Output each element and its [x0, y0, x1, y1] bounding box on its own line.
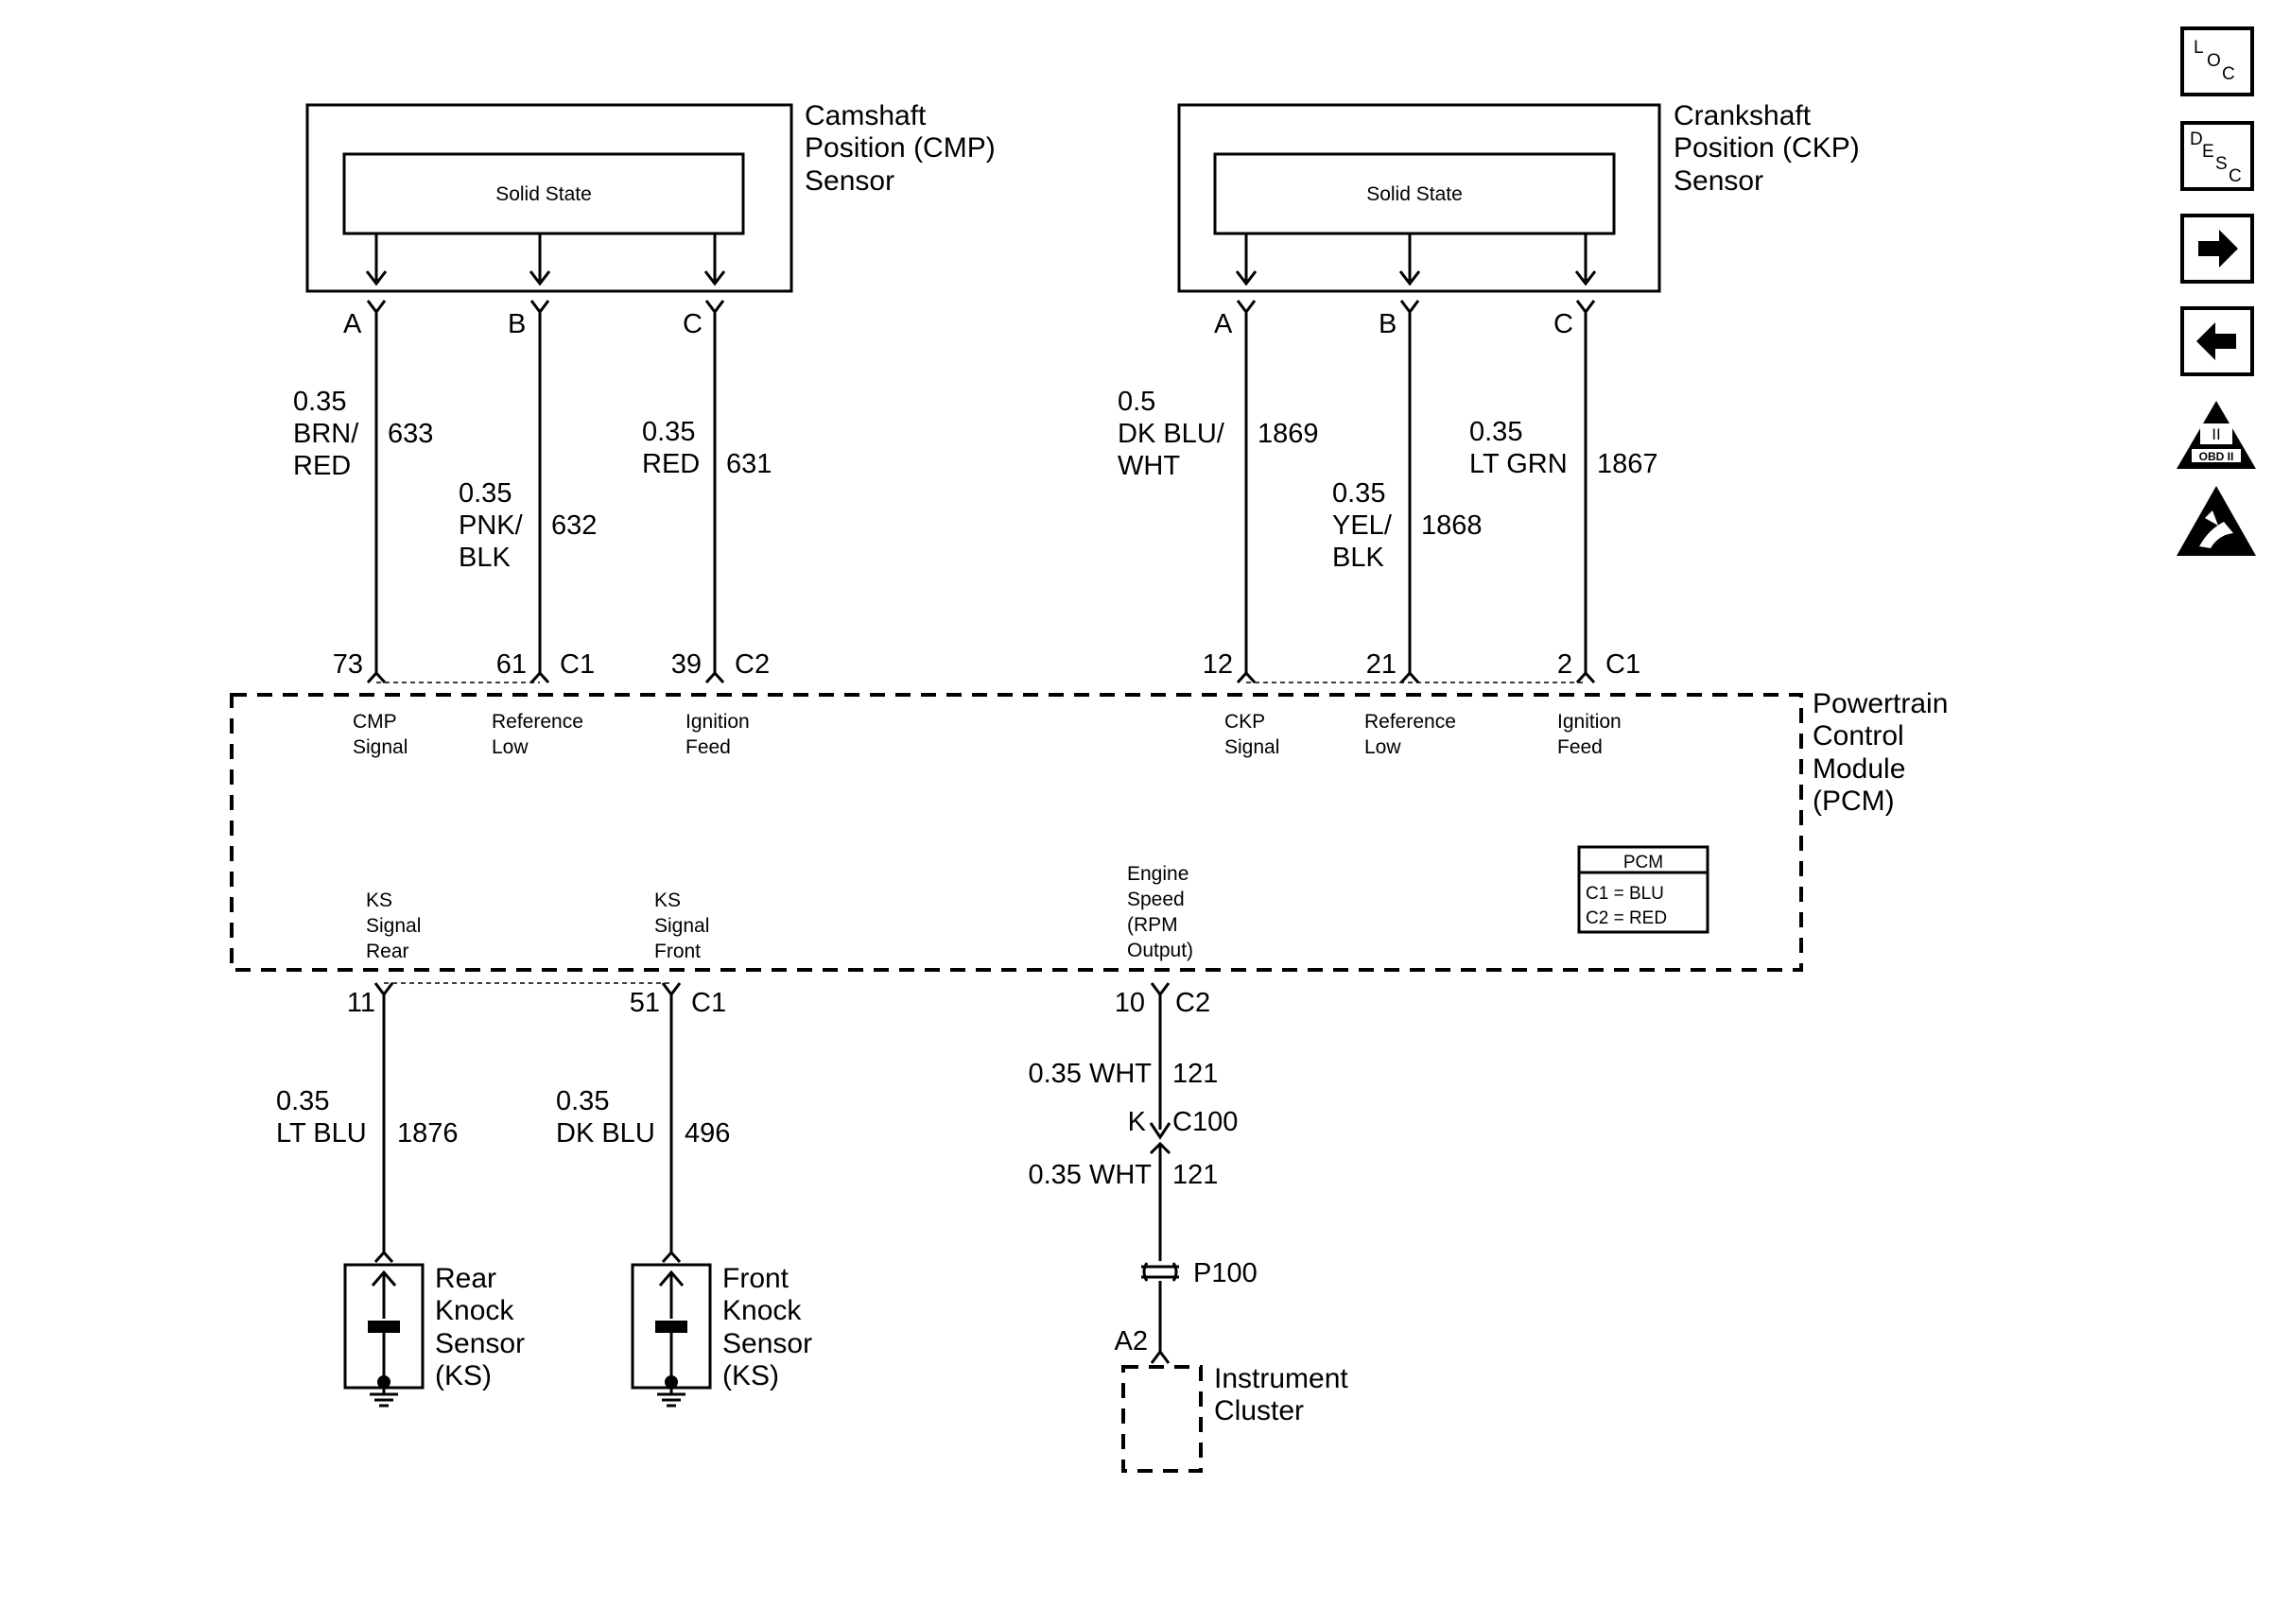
pcm-label-ks-signal-rear: KS Signal Rear [366, 890, 426, 962]
svg-text:D: D [2190, 130, 2203, 149]
cmp-pin-b: B [508, 309, 526, 339]
pcm-legend-row-c1: C1 = BLU [1586, 884, 1664, 904]
ckp-wires: 0.5 DK BLU/ WHT 1869 0.35 YEL/ BLK 1868 … [1118, 300, 1658, 684]
desc-icon[interactable]: D E S C [2180, 121, 2254, 191]
ckp-wire-c-circuit: 1867 [1597, 449, 1658, 479]
ckp-sensor: Solid State Crankshaft Position (CKP) Se… [1177, 100, 1867, 339]
cmp-sensor-body [305, 103, 793, 293]
instrument-cluster-box [1121, 1365, 1203, 1473]
pcm-pin-21: 21 [1366, 649, 1397, 680]
rear-knock-sensor-label: Rear Knock Sensor (KS) [435, 1263, 532, 1391]
svg-text:E: E [2202, 142, 2214, 162]
pcm-label-cmp-signal: CMP Signal [353, 711, 408, 758]
pcm-title: Powertrain Control Module (PCM) [1813, 688, 1956, 817]
rear-ks-wire-circuit: 1876 [397, 1118, 459, 1149]
front-knock-sensor-label: Front Knock Sensor (KS) [722, 1263, 820, 1391]
splice-p100-label: P100 [1193, 1258, 1258, 1288]
rpm-wire2-circuit: 121 [1172, 1160, 1218, 1190]
rear-knock-sensor: Rear Knock Sensor (KS) [343, 1263, 532, 1408]
pcm-pin-10: 10 [1115, 988, 1145, 1018]
pcm-label-ignition-feed: Ignition Feed [1557, 711, 1627, 758]
pcm-pin-2: 2 [1557, 649, 1572, 680]
arrow-left-icon[interactable] [2180, 306, 2254, 376]
ckp-pin-b: B [1379, 309, 1397, 339]
cmp-wire-c-spec: 0.35 RED [642, 417, 703, 479]
pcm-pin-51: 51 [630, 988, 660, 1018]
cmp-sensor: Solid State Camshaft Position (CMP) Sens… [305, 100, 1003, 339]
ckp-pin-a: A [1214, 309, 1233, 339]
obd-ii-icon[interactable]: II OBD II [2177, 401, 2256, 469]
rpm-wire1-spec: 0.35 WHT [1028, 1059, 1152, 1089]
front-knock-sensor: Front Knock Sensor (KS) [631, 1263, 820, 1408]
cmp-pin-a: A [343, 309, 362, 339]
pcm-module: Powertrain Control Module (PCM) CMP Sign… [230, 688, 1956, 972]
knock-sensor-wires: 11 51 C1 0.35 LT BLU 1876 0.35 DK BLU 49… [276, 982, 730, 1264]
pcm-connector-legend: PCM C1 = BLU C2 = RED [1577, 845, 1709, 934]
svg-text:C: C [2229, 166, 2242, 186]
ckp-solid-state-box [1213, 152, 1616, 235]
esd-warning-icon[interactable] [2177, 486, 2256, 556]
svg-text:OBD II: OBD II [2199, 450, 2234, 463]
svg-text:L: L [2194, 38, 2204, 58]
instrument-cluster-pin-a2: A2 [1115, 1326, 1148, 1356]
rear-ks-wire-spec: 0.35 LT BLU [276, 1086, 367, 1149]
cmp-wire-c-circuit: 631 [726, 449, 772, 479]
cmp-wire-a-circuit: 633 [388, 419, 433, 449]
rpm-wire2-spec: 0.35 WHT [1028, 1160, 1152, 1190]
ckp-wire-b-circuit: 1868 [1421, 510, 1483, 541]
pcm-pin-61: 61 [496, 649, 527, 680]
pcm-legend-title: PCM [1623, 853, 1663, 872]
pcm-label-ckp-signal: CKP Signal [1224, 711, 1279, 758]
connector-c1-label: C1 [560, 649, 595, 680]
svg-text:S: S [2215, 154, 2228, 174]
pcm-legend-row-c2: C2 = RED [1586, 908, 1667, 928]
pcm-boundary [230, 693, 1803, 972]
cmp-pin-c: C [683, 309, 703, 339]
front-ks-wire-circuit: 496 [685, 1118, 730, 1149]
cmp-wire-b-spec: 0.35 PNK/ BLK [459, 478, 530, 573]
cmp-solid-state-label: Solid State [495, 183, 592, 205]
splice-p100: P100 [1141, 1258, 1258, 1288]
ckp-sensor-body [1177, 103, 1661, 293]
pcm-label-reference-low: Reference Low [492, 711, 589, 758]
cmp-wires: 0.35 BRN/ RED 633 0.35 PNK/ BLK 632 0.35… [293, 300, 772, 684]
pcm-pin-73: 73 [333, 649, 363, 680]
pcm-pin-11: 11 [347, 988, 375, 1018]
connector-c2-label: C2 [1175, 988, 1210, 1018]
ckp-pin-c: C [1553, 309, 1573, 339]
rpm-wire1-circuit: 121 [1172, 1059, 1218, 1089]
ckp-wire-c-spec: 0.35 LT GRN [1469, 417, 1568, 479]
connector-c1-label: C1 [691, 988, 726, 1018]
instrument-cluster-label: Instrument Cluster [1214, 1363, 1356, 1426]
ckp-sensor-title: Crankshaft Position (CKP) Sensor [1674, 100, 1867, 197]
cmp-wire-b-circuit: 632 [551, 510, 597, 541]
svg-text:C: C [2222, 64, 2235, 84]
side-toolbar: L O C D E S C II OBD II [2177, 26, 2256, 556]
ckp-wire-b-spec: 0.35 YEL/ BLK [1332, 478, 1399, 573]
c100-pin-k: K [1128, 1107, 1147, 1137]
c100-connector-label: C100 [1172, 1107, 1238, 1137]
pcm-label-ks-signal-front: KS Signal Front [654, 890, 715, 962]
svg-text:II: II [2212, 425, 2220, 443]
ckp-solid-state-label: Solid State [1366, 183, 1463, 205]
arrow-right-icon[interactable] [2180, 214, 2254, 284]
connector-c2-label: C2 [735, 649, 770, 680]
front-ks-wire-spec: 0.35 DK BLU [556, 1086, 655, 1149]
pcm-label-ignition-feed: Ignition Feed [685, 711, 755, 758]
pcm-pin-39: 39 [671, 649, 702, 680]
ckp-wire-a-circuit: 1869 [1258, 419, 1319, 449]
cmp-solid-state-box [342, 152, 745, 235]
cmp-sensor-title: Camshaft Position (CMP) Sensor [805, 100, 1003, 197]
cmp-wire-a-spec: 0.35 BRN/ RED [293, 387, 366, 481]
pcm-label-reference-low: Reference Low [1364, 711, 1462, 758]
pcm-pin-12: 12 [1203, 649, 1233, 680]
svg-text:O: O [2207, 51, 2221, 71]
rpm-output-circuit: 10 C2 0.35 WHT 121 K C100 0.35 WHT 121 P… [1028, 982, 1356, 1473]
pcm-label-engine-speed: Engine Speed (RPM Output) [1127, 863, 1194, 961]
loc-icon[interactable]: L O C [2180, 26, 2254, 96]
connector-c1-label: C1 [1605, 649, 1640, 680]
ckp-wire-a-spec: 0.5 DK BLU/ WHT [1118, 387, 1232, 481]
